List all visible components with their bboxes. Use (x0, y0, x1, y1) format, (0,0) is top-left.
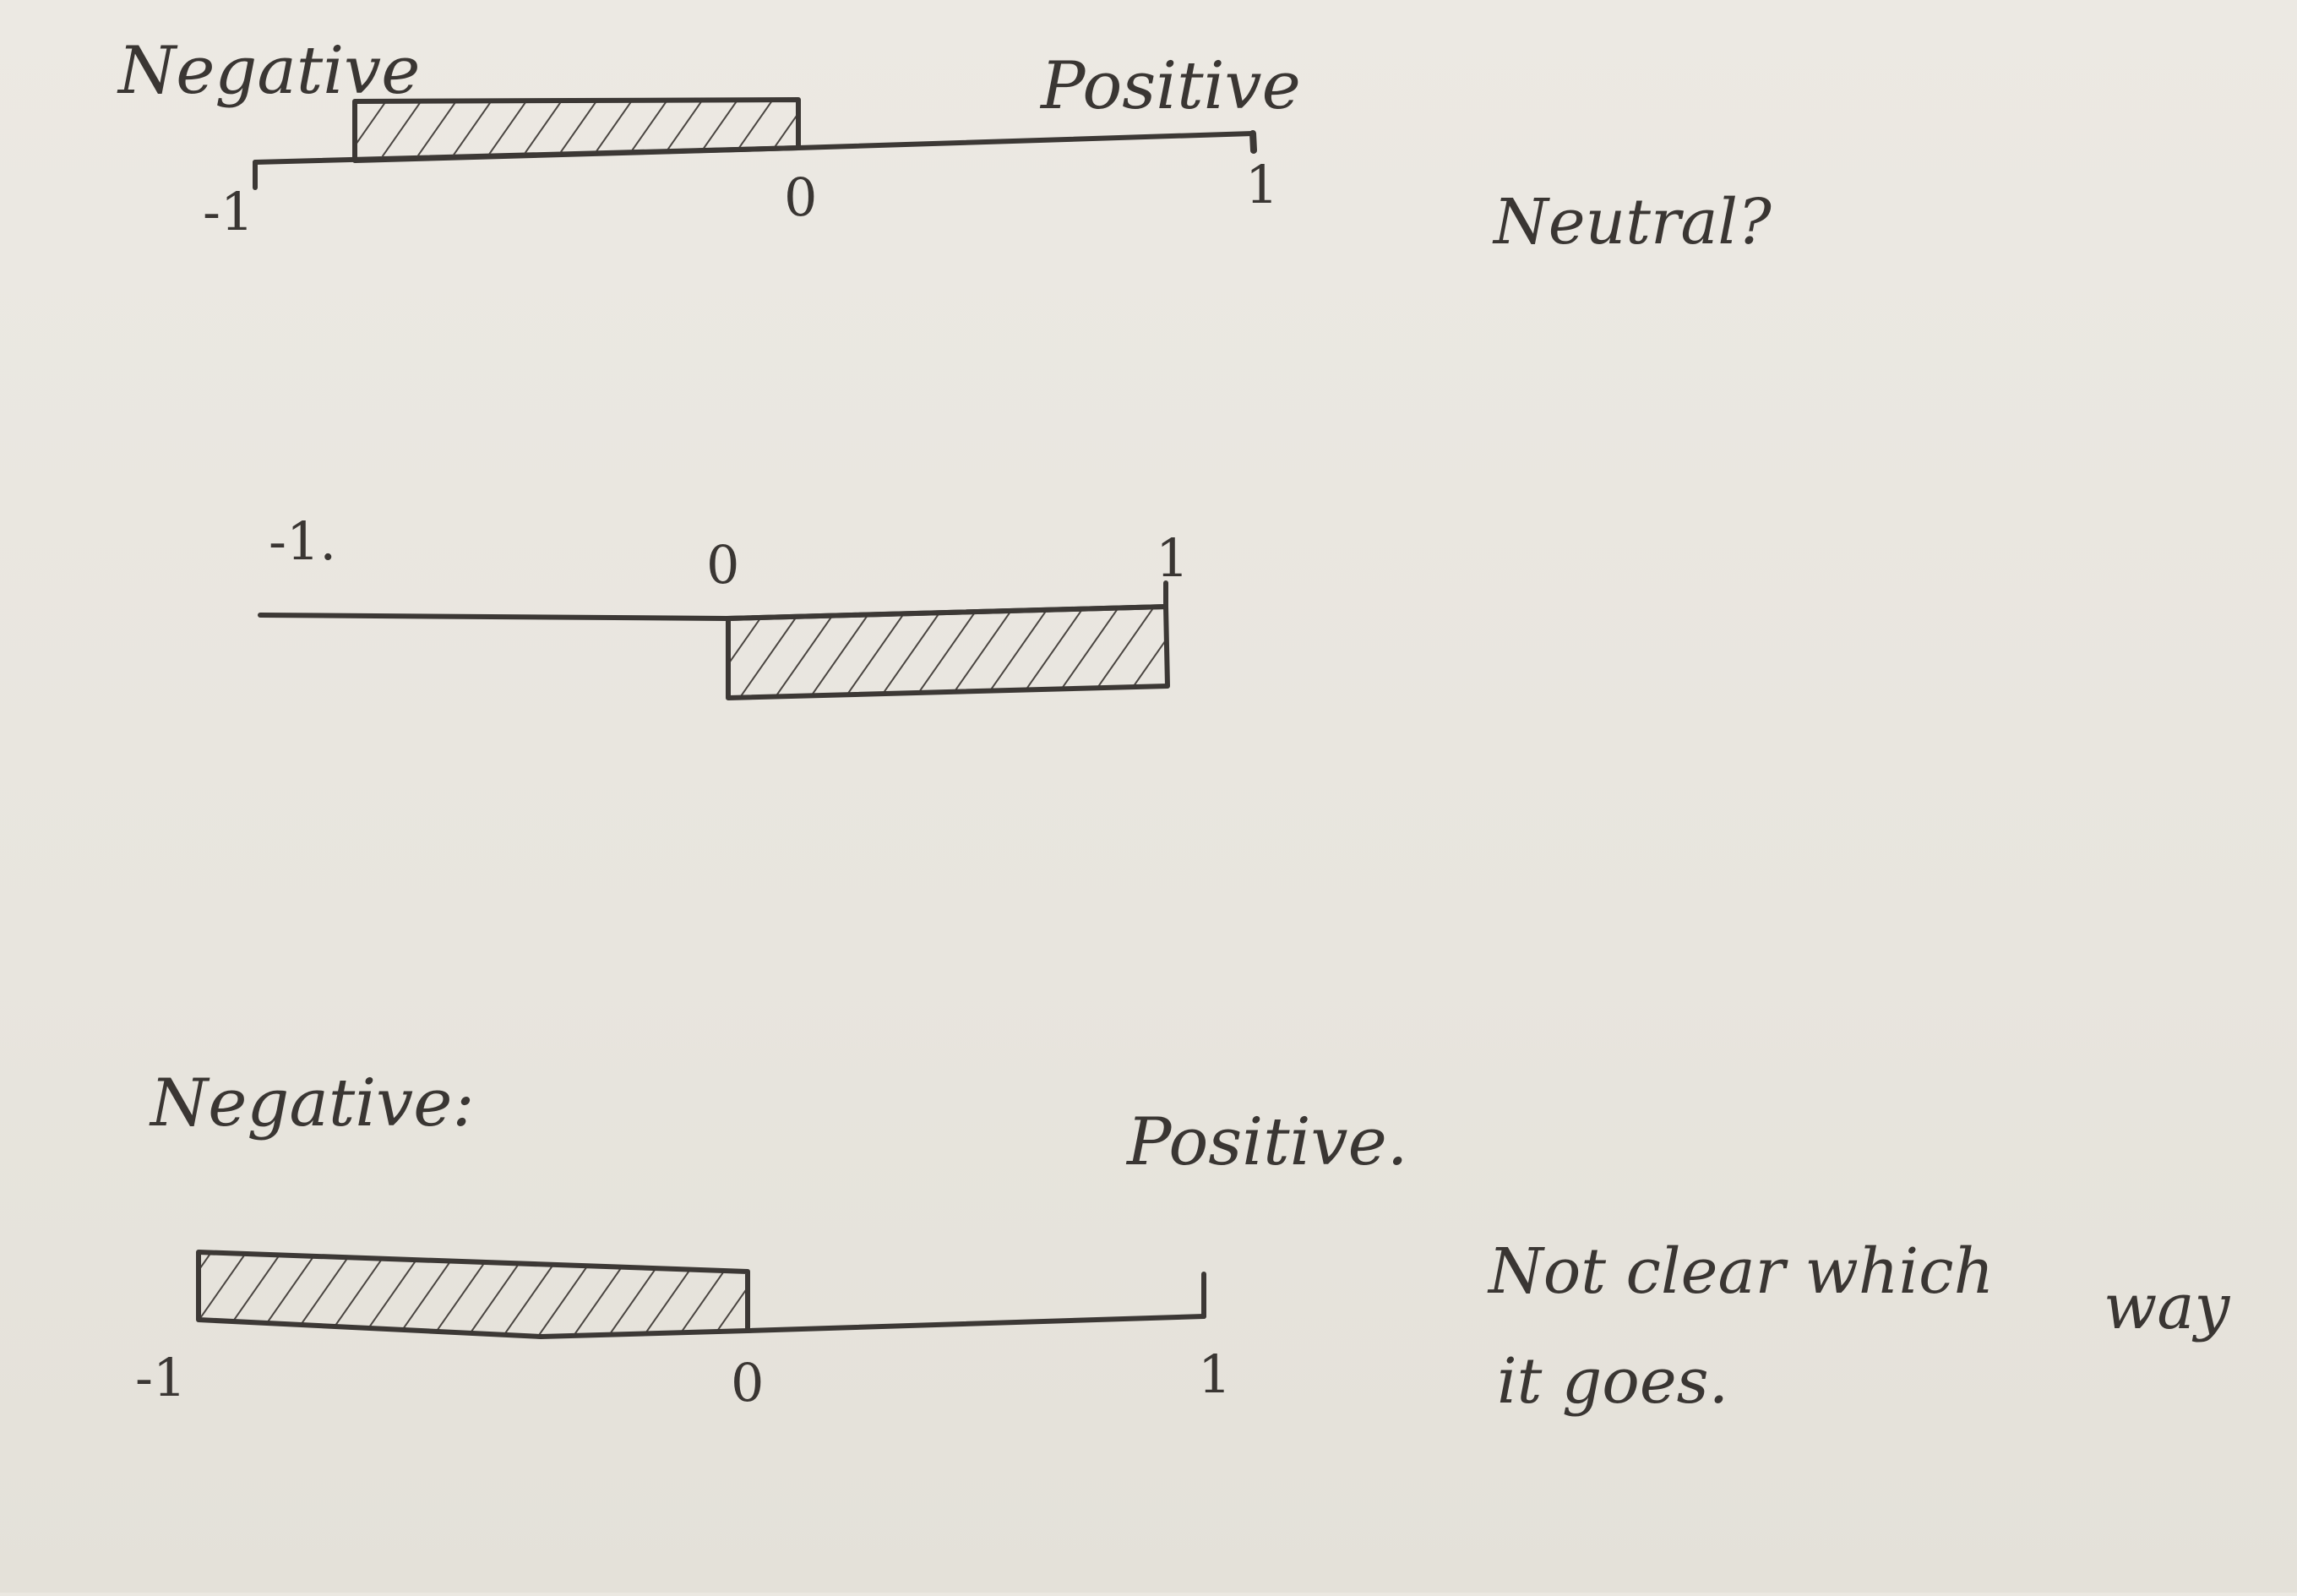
panel-1-shaded-box (352, 97, 801, 163)
panel-3-tick-label-1: 1 (1198, 1343, 1231, 1405)
panel-3: Negative: Positive. -1 0 1 Not clear whi… (135, 1065, 2230, 1418)
panel-2-tick-label-0: 0 (706, 534, 739, 596)
panel-3-tick-label-neg1: -1 (135, 1347, 186, 1408)
panel-1-tick-label-0: 0 (784, 166, 817, 228)
panel-2-shaded-box (726, 604, 1170, 700)
panel-3-side-note-way: way (2104, 1271, 2230, 1343)
panel-1-tick-label-1: 1 (1245, 154, 1278, 215)
panel-3-shaded-box (196, 1250, 750, 1339)
panel-3-side-note-line1: Not clear which (1487, 1235, 1994, 1308)
panel-3-left-label: Negative: (149, 1065, 475, 1141)
panel-3-side-note-line2: it goes. (1497, 1345, 1728, 1418)
panel-3-right-label: Positive. (1125, 1104, 1408, 1180)
panel-1-side-note: Neutral? (1492, 186, 1772, 259)
panel-1-tick-right (1249, 130, 1257, 154)
panel-2: -1. 0 1 (258, 510, 1189, 700)
panel-1-tick-label-neg1: -1 (203, 181, 253, 242)
panel-3-tick-label-0: 0 (731, 1352, 764, 1414)
panel-3-axis (745, 1314, 1206, 1333)
panel-2-tick-label-1: 1 (1156, 527, 1189, 589)
panel-2-tick-label-neg1: -1. (269, 510, 336, 572)
panel-1: Negative Positive -1 0 1 Neutral? (117, 33, 1772, 259)
panel-1-left-label: Negative (117, 33, 420, 109)
panel-1-right-label: Positive (1039, 48, 1301, 124)
